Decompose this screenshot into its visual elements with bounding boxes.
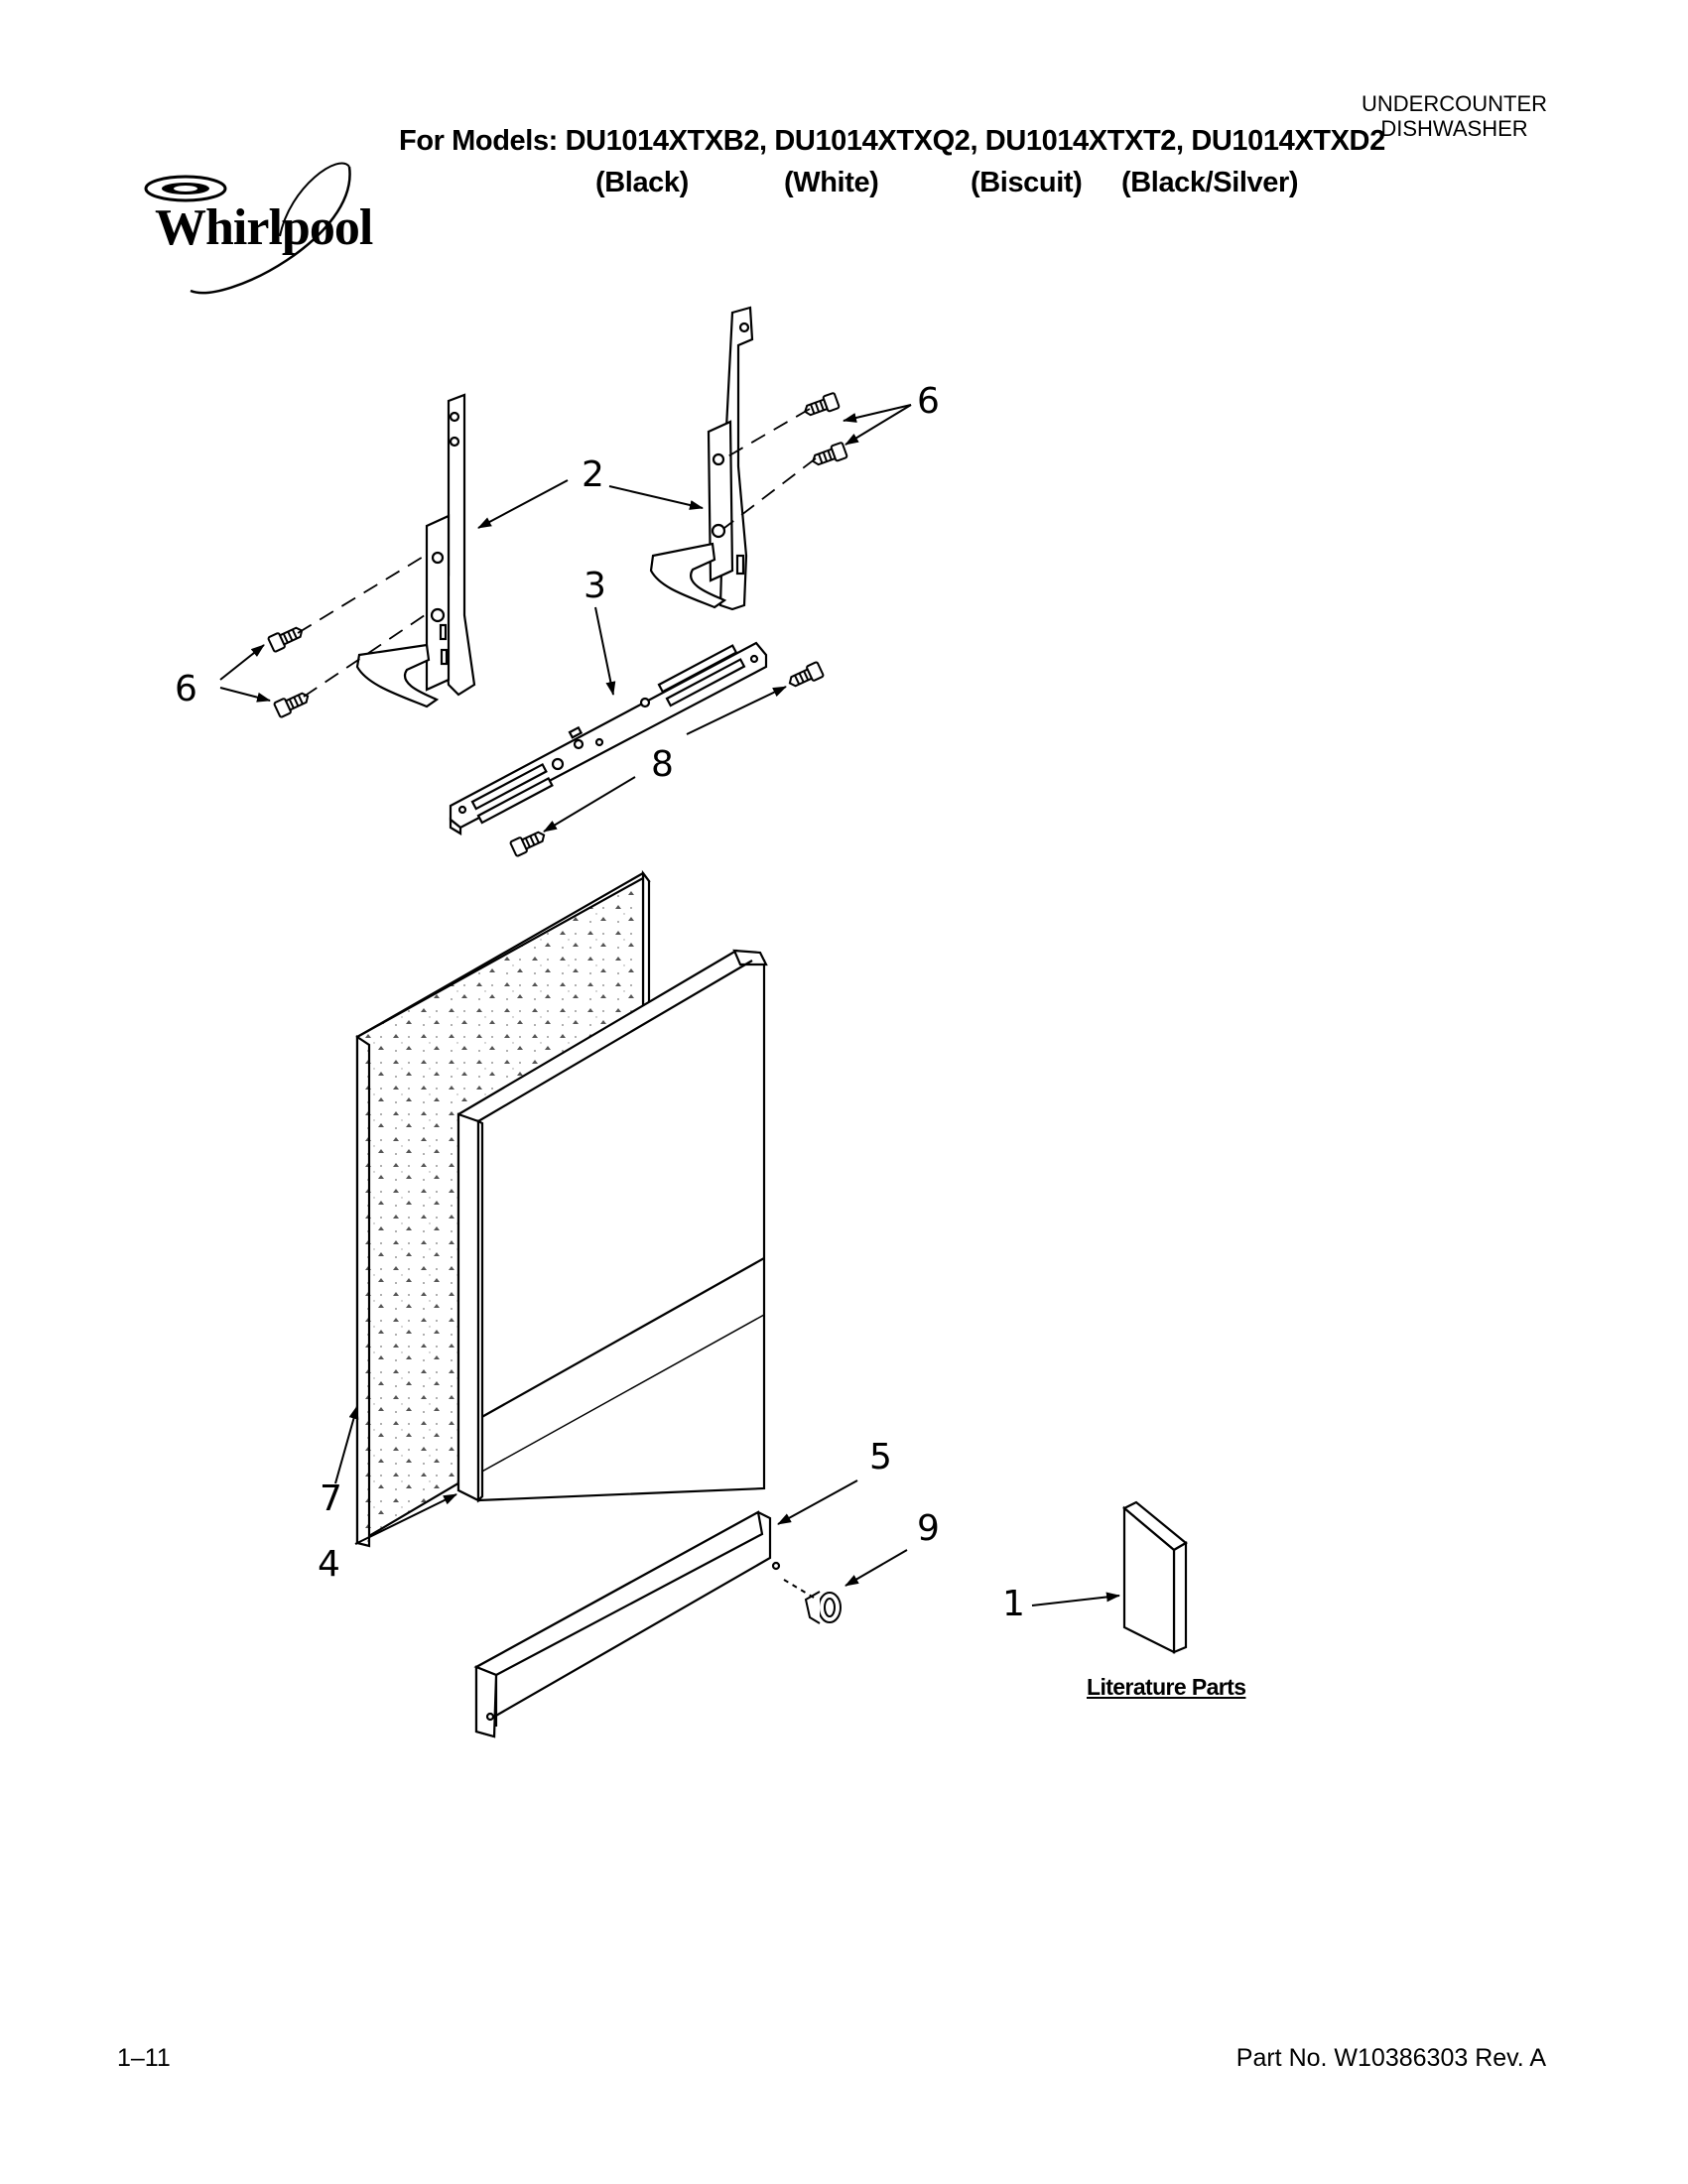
color-black: (Black) xyxy=(595,167,689,198)
mounting-rail xyxy=(449,641,768,835)
color-white: (White) xyxy=(784,167,879,198)
callout-4: 4 xyxy=(318,1544,340,1585)
screw-right-lower xyxy=(812,442,848,466)
toe-panel xyxy=(473,1510,781,1738)
models-heading: For Models: DU1014XTXB2, DU1014XTXQ2, DU… xyxy=(399,125,1385,157)
door-panel xyxy=(456,949,768,1503)
leader-arrows xyxy=(219,404,1120,1606)
mounting-bracket-left xyxy=(355,393,476,708)
part-number: Part No. W10386303 Rev. A xyxy=(1235,2044,1546,2072)
alignment-lines xyxy=(297,408,817,698)
callout-7: 7 xyxy=(320,1478,342,1519)
page-number: 1–11 xyxy=(117,2044,171,2072)
literature-parts-label: Literature Parts xyxy=(1087,1674,1246,1700)
color-biscuit: (Biscuit) xyxy=(971,167,1083,198)
screw-rail-left xyxy=(509,831,546,857)
brand-logo xyxy=(144,162,351,295)
color-black-silver: (Black/Silver) xyxy=(1121,167,1299,198)
category-line-2: DISHWASHER xyxy=(1380,116,1528,141)
brand-logo-text: Whirlpool xyxy=(155,199,373,256)
callout-3: 3 xyxy=(584,566,606,606)
callout-6-right: 6 xyxy=(917,381,940,422)
screw-rail-right xyxy=(788,661,825,688)
literature-book xyxy=(1122,1500,1188,1654)
callout-1: 1 xyxy=(1002,1584,1025,1624)
callout-8: 8 xyxy=(651,744,674,785)
screw-left-upper xyxy=(267,626,304,653)
category-line-1: UNDERCOUNTER xyxy=(1362,91,1547,116)
callout-9: 9 xyxy=(917,1508,940,1549)
toe-panel-screw xyxy=(783,1579,842,1624)
callout-5: 5 xyxy=(869,1437,892,1477)
screw-right-upper xyxy=(804,392,841,417)
callout-2: 2 xyxy=(582,454,604,495)
product-category: UNDERCOUNTER DISHWASHER xyxy=(1362,91,1547,141)
callout-6-left: 6 xyxy=(175,669,197,709)
screws xyxy=(267,392,848,857)
mounting-bracket-right xyxy=(649,306,754,611)
screw-left-lower xyxy=(273,692,310,718)
